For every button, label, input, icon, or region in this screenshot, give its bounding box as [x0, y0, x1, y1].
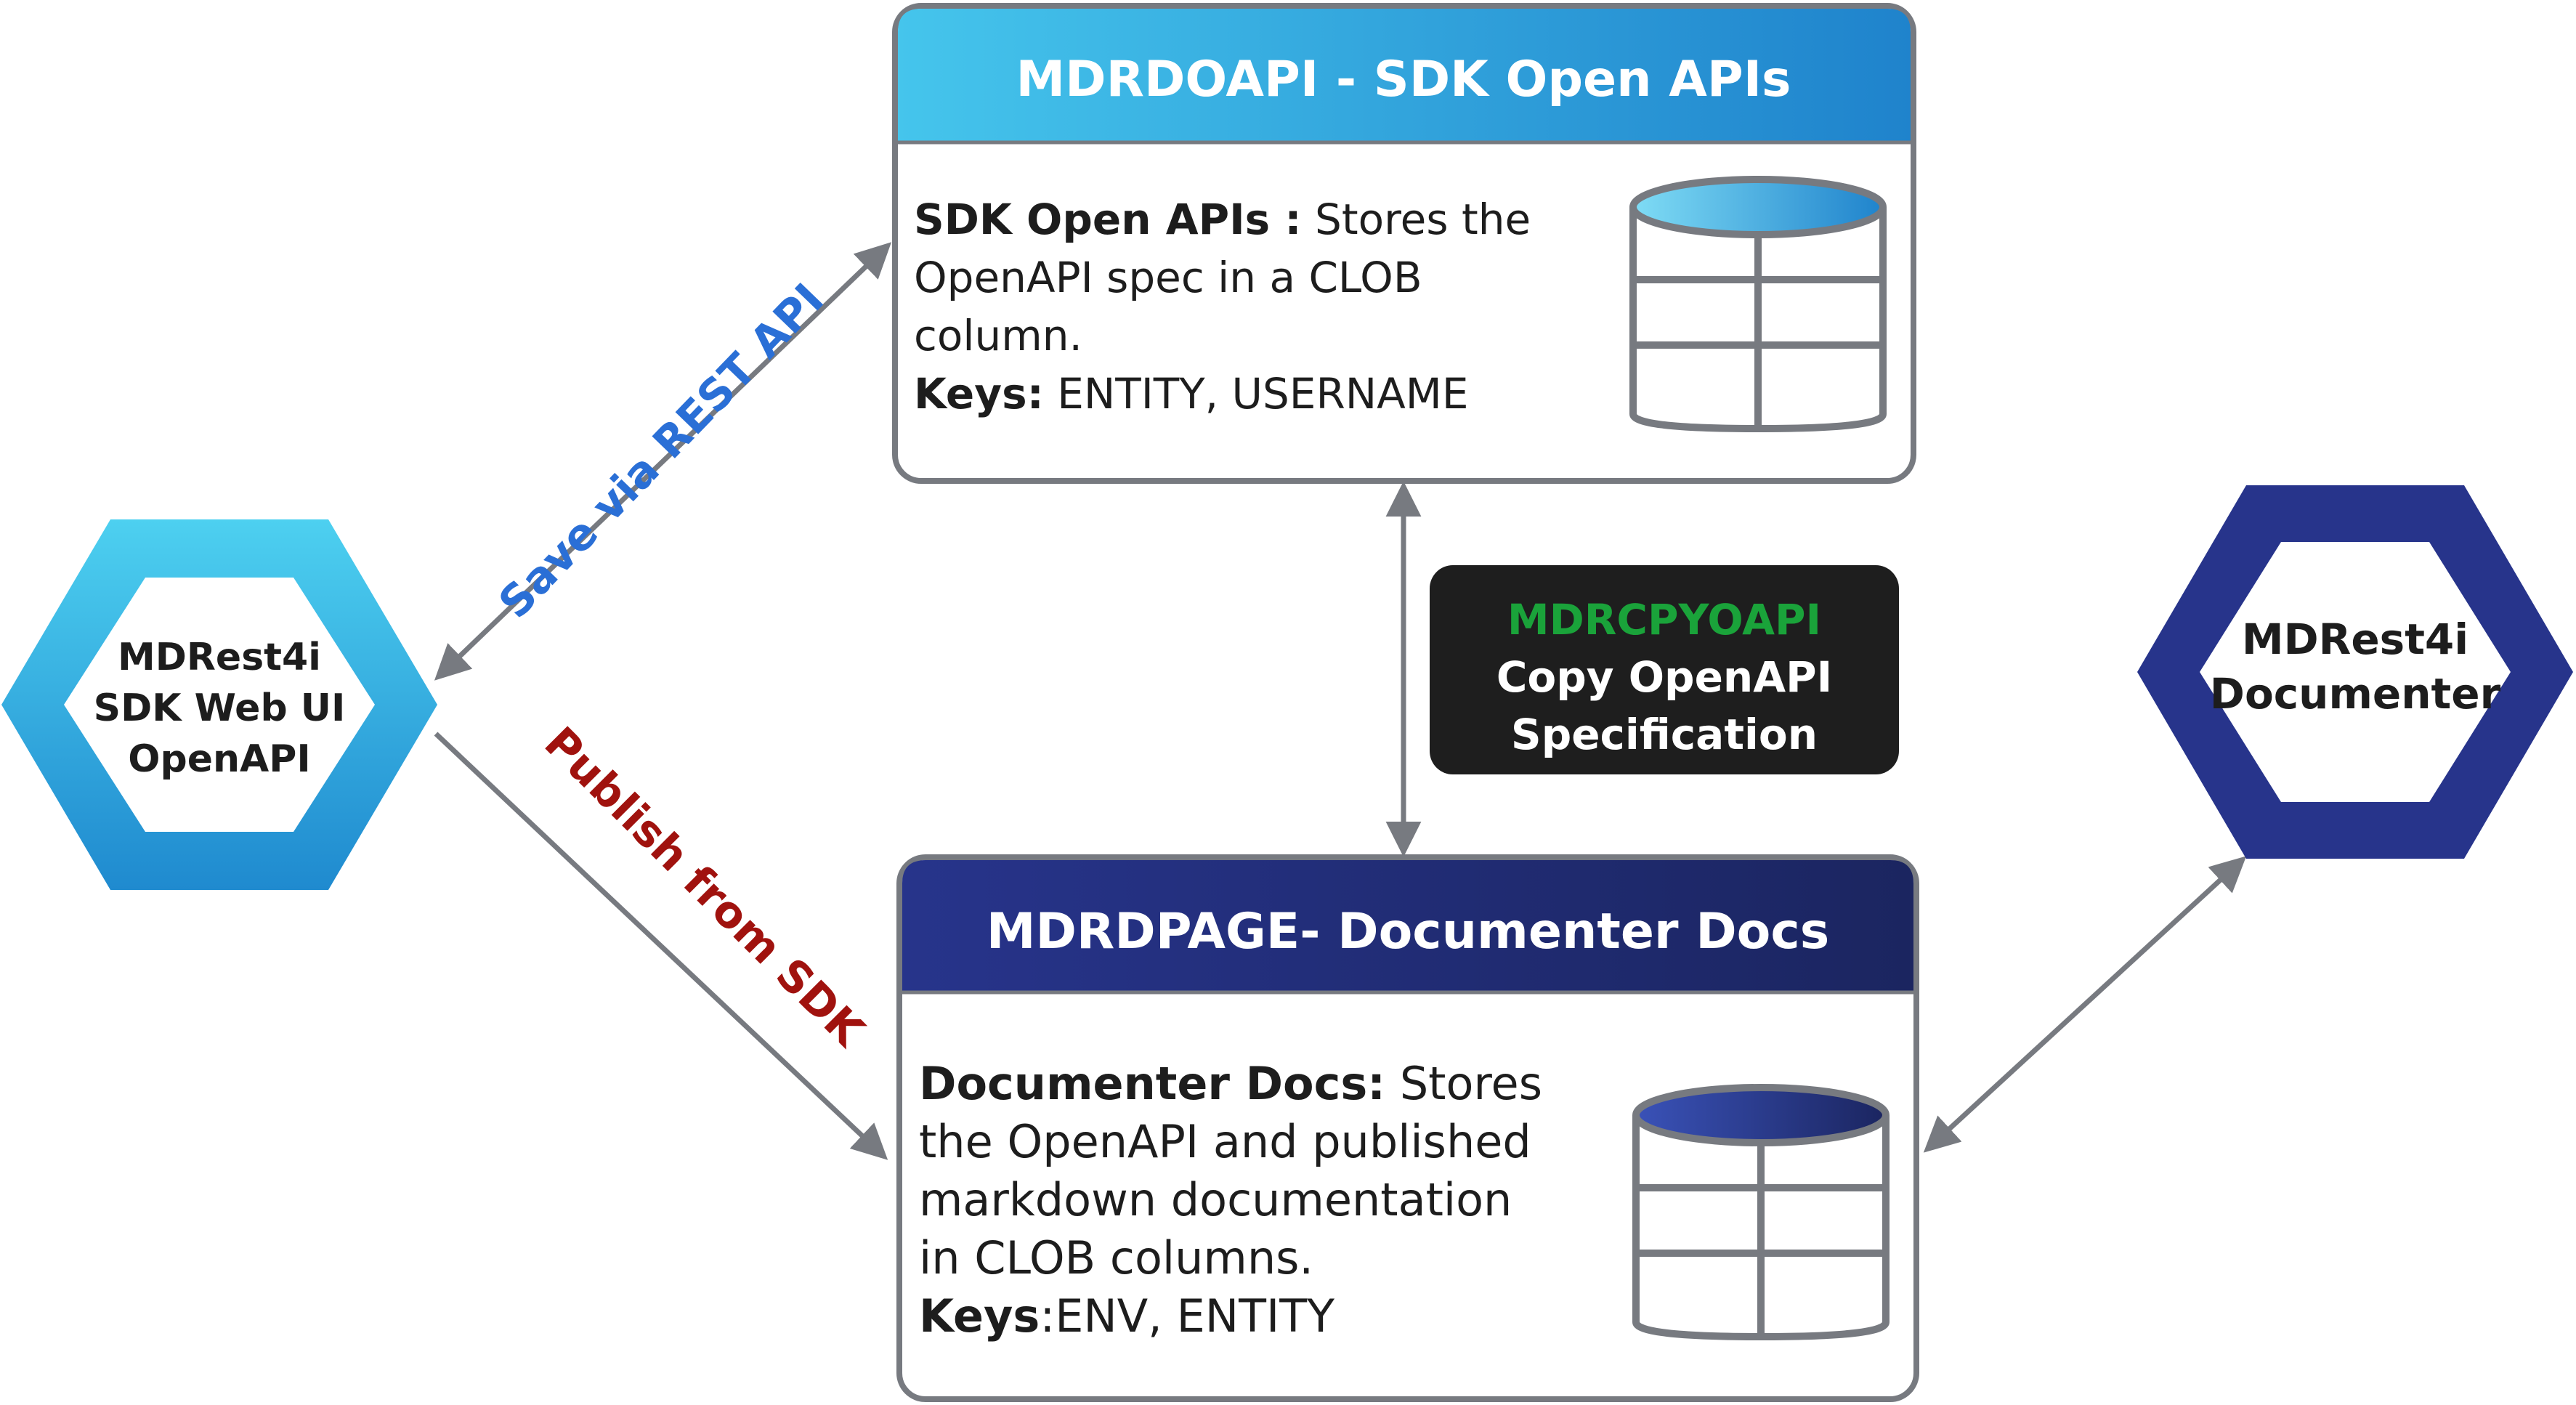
- documenter-arrow: [1923, 856, 2247, 1153]
- copy-box-line-2: Specification: [1511, 710, 1818, 759]
- top-box-title: MDRDOAPI - SDK Open APIs: [1016, 51, 1791, 108]
- left-hex-line-1: MDRest4i: [118, 636, 321, 679]
- left-hex-line-2: SDK Web UI: [94, 687, 346, 730]
- documenter-hexagon: MDRest4i Documenter: [2137, 485, 2573, 859]
- right-hex-line-1: MDRest4i: [2242, 615, 2468, 664]
- top-box-description: SDK Open APIs : Stores the OpenAPI spec …: [914, 195, 1544, 418]
- save-arrow: [434, 242, 892, 681]
- bottom-box-description: Documenter Docs: Stores the OpenAPI and …: [919, 1057, 1557, 1343]
- copy-box-title: MDRCPYOAPI: [1507, 595, 1821, 644]
- arrows: [434, 242, 2247, 1160]
- sdk-web-ui-hexagon: MDRest4i SDK Web UI OpenAPI: [1, 519, 437, 890]
- right-hex-line-2: Documenter: [2210, 669, 2501, 718]
- publish-arrow: [434, 732, 888, 1160]
- bottom-box-header: [902, 860, 1913, 991]
- top-box-header: [898, 9, 1911, 141]
- copy-box-line-1: Copy OpenAPI: [1496, 652, 1832, 702]
- bottom-box: MDRDPAGE- Documenter Docs Documenter Doc…: [896, 854, 1919, 1402]
- left-hex-line-3: OpenAPI: [128, 737, 310, 781]
- database-icon: [1632, 1084, 1890, 1341]
- database-icon: [1629, 176, 1887, 433]
- bottom-box-title: MDRDPAGE- Documenter Docs: [987, 903, 1829, 960]
- publish-label: Publish from SDK: [535, 718, 875, 1058]
- save-label: Save via REST API: [489, 274, 833, 628]
- top-box: MDRDOAPI - SDK Open APIs SDK Open APIs :…: [892, 3, 1916, 484]
- copy-box: MDRCPYOAPI Copy OpenAPI Specification: [1430, 565, 1899, 774]
